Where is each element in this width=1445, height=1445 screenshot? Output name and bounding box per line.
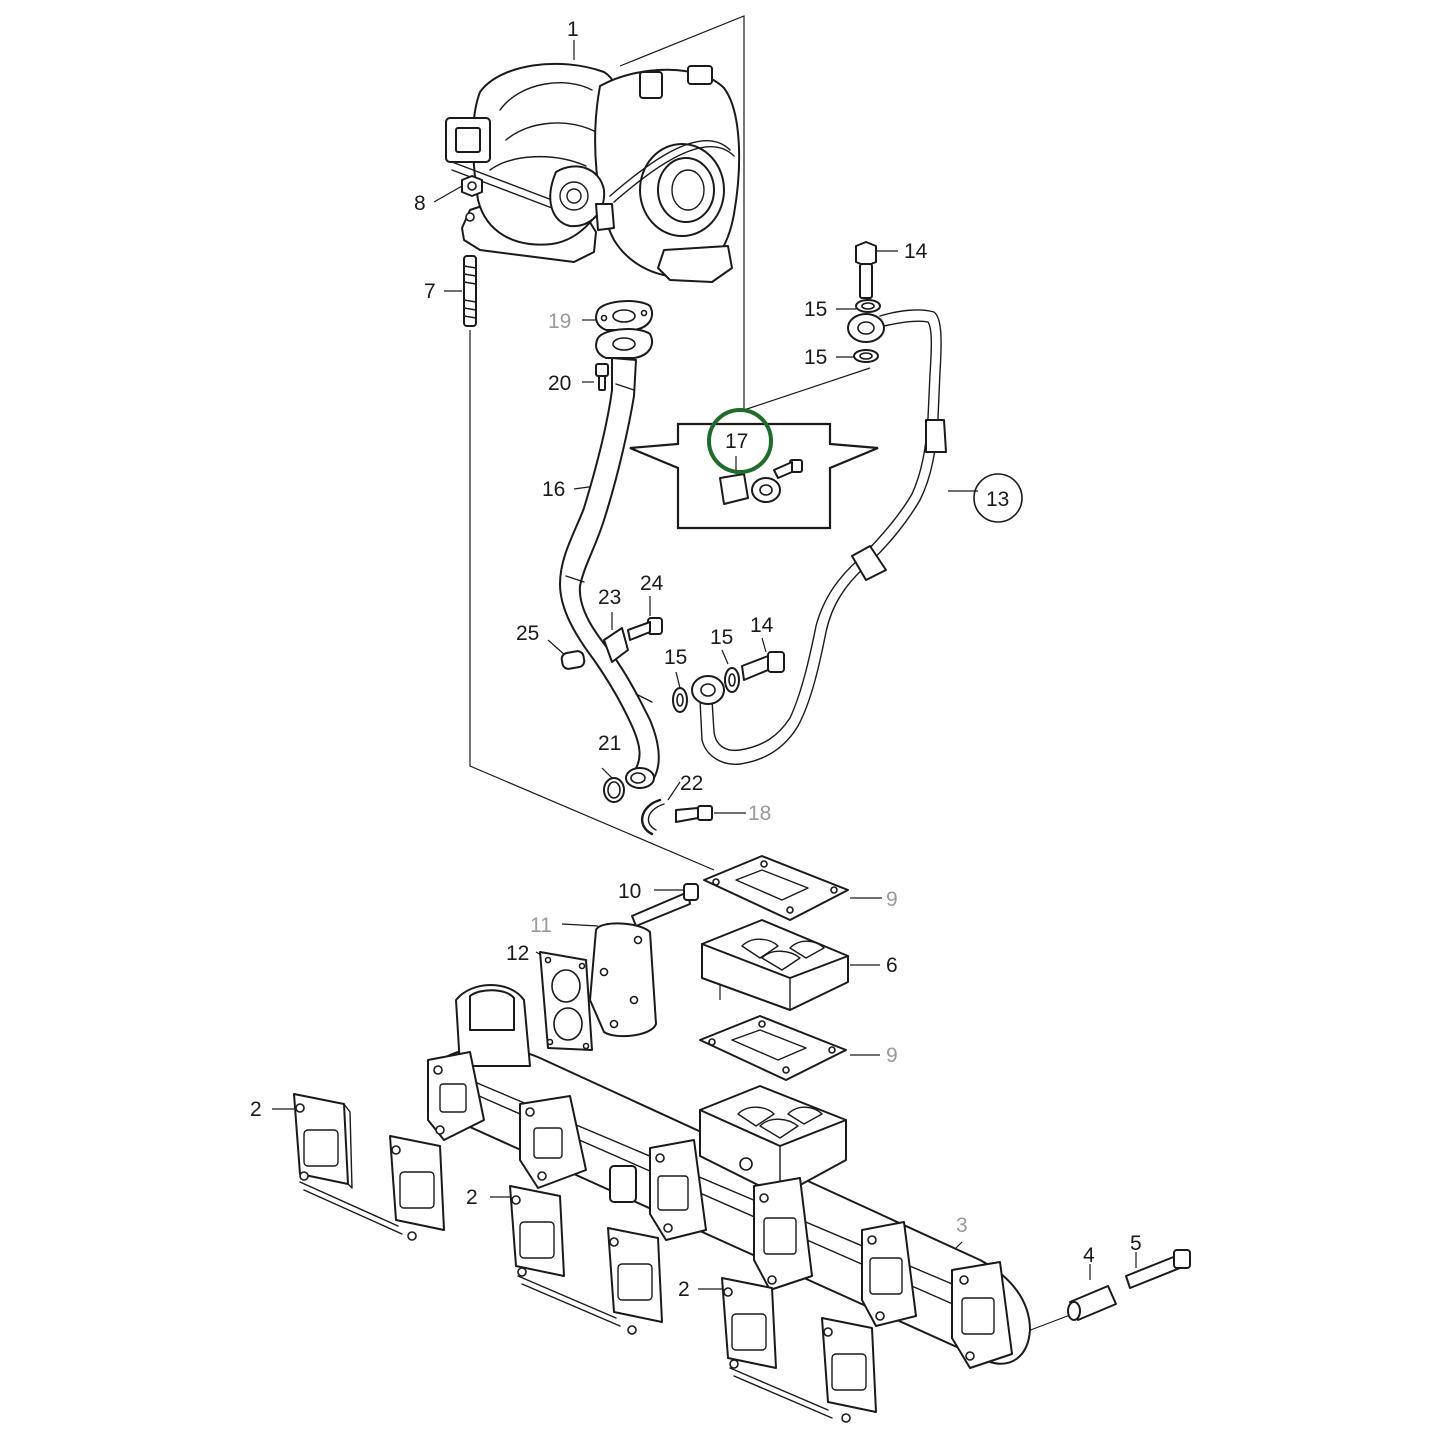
spacer-block-6: [701, 919, 849, 1011]
bracket-23: [603, 627, 629, 663]
gasket-9-lower: [699, 1015, 847, 1081]
oil-return-flange: [595, 328, 653, 359]
bolt-5: [1125, 1249, 1191, 1289]
callout-25: 25: [516, 622, 539, 645]
washer-15-right: [724, 667, 740, 693]
port-gasket-2-left: [293, 1093, 445, 1241]
callout-3: 3: [956, 1214, 968, 1237]
callout-labels: 1 2 2 2 3 4 5 6 7 8 9 9 10 11 12 13 14 1…: [250, 18, 1142, 1301]
callout-17: 17: [725, 430, 748, 453]
callout-23: 23: [598, 586, 621, 609]
callout-15: 15: [804, 298, 827, 321]
washer-15-bottom: [853, 349, 879, 363]
callout-18: 18: [748, 802, 771, 825]
gasket-19: [595, 300, 653, 331]
callout-16: 16: [542, 478, 565, 501]
callout-21: 21: [598, 732, 621, 755]
nut-8: [461, 175, 483, 197]
callout-9: 9: [886, 888, 898, 911]
spacer-25: [560, 650, 586, 670]
oil-feed-pipe-13: [691, 309, 947, 765]
callout-6: 6: [886, 954, 898, 977]
gasket-9-upper: [703, 855, 849, 921]
callout-14: 14: [750, 614, 774, 637]
callout-7: 7: [424, 280, 436, 303]
callout-24: 24: [640, 572, 664, 595]
port-gasket-2-right: [721, 1277, 877, 1423]
detail-inset-17: [629, 422, 879, 530]
callout-8: 8: [414, 192, 426, 215]
cover-plate-11: [589, 922, 657, 1038]
callout-19: 19: [548, 310, 571, 333]
bolt-20: [595, 363, 609, 391]
banjo-bolt-14-lower: [741, 651, 785, 681]
sleeve-4: [1067, 1285, 1117, 1321]
callout-4: 4: [1083, 1244, 1095, 1267]
turbocharger: [445, 62, 741, 283]
exhaust-manifold-3: [427, 984, 1031, 1369]
callout-15: 15: [804, 346, 827, 369]
bolt-10: [631, 883, 699, 927]
o-ring-21: [603, 777, 625, 803]
callout-12: 12: [506, 942, 529, 965]
callout-15: 15: [664, 646, 687, 669]
callout-13-circle: [973, 473, 1023, 523]
callout-22: 22: [680, 772, 703, 795]
highlight-ring-17: [707, 408, 773, 474]
callout-2: 2: [250, 1098, 262, 1121]
callout-15: 15: [710, 626, 733, 649]
bolt-24: [627, 617, 663, 641]
washer-15-top: [855, 299, 881, 313]
port-gasket-2-middle: [509, 1185, 663, 1335]
gasket-12: [539, 951, 593, 1051]
oil-return-pipe-16: [559, 357, 660, 789]
callout-5: 5: [1130, 1232, 1142, 1255]
callout-11: 11: [530, 914, 552, 937]
callout-2: 2: [678, 1278, 690, 1301]
callout-20: 20: [548, 372, 571, 395]
callout-14: 14: [904, 240, 928, 263]
callout-10: 10: [618, 880, 641, 903]
washer-15-left: [672, 687, 688, 713]
stud-7: [463, 255, 477, 327]
callout-9: 9: [886, 1044, 898, 1067]
bolt-18: [675, 805, 713, 823]
banjo-bolt-14-top: [855, 241, 877, 299]
callout-2: 2: [466, 1186, 478, 1209]
callout-13: 13: [986, 488, 1009, 511]
clamp-22: [641, 798, 665, 836]
callout-1: 1: [567, 18, 579, 41]
